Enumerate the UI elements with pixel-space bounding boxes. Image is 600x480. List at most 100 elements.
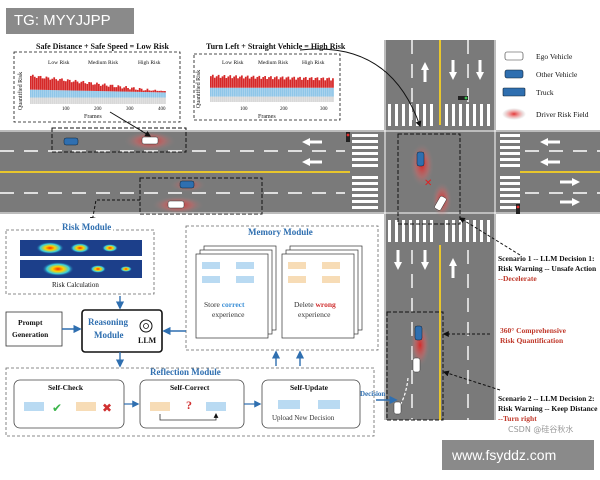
risk-bar-segment — [324, 80, 327, 88]
risk-bar-segment — [279, 87, 282, 97]
risk-bar-segment — [258, 96, 261, 102]
right-legend-medium: Medium Risk — [258, 60, 289, 66]
risk-bar-segment — [132, 91, 135, 98]
risk-bar-segment — [109, 91, 112, 98]
risk-bar-segment — [283, 87, 286, 97]
risk-bar-segment — [119, 86, 122, 92]
risk-bar-segment — [148, 90, 151, 93]
risk-bar-segment — [217, 87, 220, 97]
risk-bar-segment — [63, 90, 65, 98]
risk-bar-segment — [304, 96, 307, 102]
risk-bar-segment — [310, 77, 313, 88]
ego-vehicle-icon — [141, 136, 159, 145]
risk-bar-segment — [326, 96, 328, 102]
risk-bar-segment — [105, 85, 108, 92]
risk-bar-segment — [127, 97, 129, 104]
risk-bar-segment — [90, 90, 92, 98]
risk-bar-segment — [252, 75, 255, 88]
risk-bar-segment — [45, 97, 48, 104]
risk-bar-segment — [98, 91, 100, 98]
risk-bar-segment — [86, 97, 89, 104]
risk-bar-segment — [88, 97, 91, 104]
risk-bar-segment — [221, 87, 224, 97]
right-xtick: 200 — [280, 107, 288, 112]
risk-bar-segment — [68, 90, 71, 98]
risk-bar-segment — [213, 96, 216, 102]
risk-bar-segment — [152, 90, 155, 93]
risk-bar-segment — [275, 87, 278, 97]
risk-bar-segment — [293, 87, 296, 97]
risk-bar-segment — [84, 97, 87, 104]
risk-bar-segment — [51, 90, 54, 98]
risk-bar-segment — [301, 96, 303, 102]
risk-bar-segment — [291, 77, 294, 88]
risk-bar-segment — [49, 79, 52, 91]
risk-bar-segment — [134, 91, 137, 98]
risk-bar-segment — [76, 90, 79, 98]
risk-bar-segment — [281, 76, 284, 88]
risk-bar-segment — [277, 79, 280, 88]
self-check-label: Self-Check — [48, 383, 83, 392]
risk-bar-segment — [250, 96, 253, 102]
risk-bar-segment — [213, 87, 216, 97]
risk-bar-segment — [293, 76, 296, 88]
risk-bar-segment — [254, 78, 257, 88]
risk-bar-segment — [303, 77, 305, 88]
risk-bar-segment — [281, 96, 284, 102]
risk-bar-segment — [64, 97, 67, 104]
risk-bar-segment — [160, 90, 162, 93]
risk-bar-segment — [225, 78, 228, 88]
risk-bar-segment — [131, 97, 133, 104]
connector-right-chart — [299, 48, 422, 128]
risk-bar-segment — [324, 87, 327, 97]
traffic-light-icon — [346, 132, 350, 142]
risk-bar-segment — [312, 87, 315, 97]
right-legend-high: High Risk — [302, 60, 325, 66]
connector-scenario-1 — [458, 217, 521, 256]
risk-bar-segment — [272, 87, 274, 97]
risk-bar-segment — [68, 97, 71, 104]
risk-bar-segment — [210, 76, 212, 88]
risk-bar-segment — [148, 92, 151, 98]
right-legend-low: Low Risk — [222, 60, 244, 66]
risk-bar-segment — [121, 88, 124, 92]
risk-bar-segment — [152, 97, 155, 104]
risk-bar-segment — [125, 86, 127, 92]
store-experience-text: experience — [212, 310, 245, 319]
risk-bar-segment — [223, 87, 226, 97]
risk-bar-segment — [270, 96, 272, 102]
right-xtick: 100 — [240, 107, 248, 112]
risk-bar-segment — [229, 75, 232, 88]
risk-bar-segment — [92, 97, 94, 104]
risk-bar-segment — [242, 96, 245, 102]
lane-arrows — [302, 60, 580, 278]
risk-bar-segment — [129, 97, 131, 104]
risk-bar-segment — [76, 81, 79, 91]
risk-bar-segment — [239, 76, 241, 88]
risk-bar-segment — [94, 97, 96, 104]
risk-bar-segment — [275, 96, 278, 102]
risk-bar-segment — [72, 90, 75, 98]
risk-bar-segment — [150, 92, 153, 98]
risk-bar-segment — [160, 92, 162, 98]
risk-bar-segment — [268, 87, 270, 97]
risk-bar-segment — [322, 96, 325, 102]
risk-bar-segment — [142, 90, 145, 92]
risk-bar-segment — [115, 87, 118, 92]
risk-bar-segment — [262, 77, 265, 88]
risk-bar-segment — [227, 96, 230, 102]
checkmark-icon: ✔ — [52, 401, 62, 415]
risk-bar-segment — [330, 80, 332, 88]
risk-bar-segment — [140, 97, 143, 104]
risk-bar-segment — [117, 85, 120, 92]
risk-bar-segment — [76, 97, 79, 104]
risk-bar-segment — [318, 96, 321, 102]
risk-bar-segment — [314, 96, 317, 102]
risk-bar-segment — [33, 97, 36, 104]
risk-bar-segment — [314, 87, 317, 97]
traffic-light-icon — [458, 96, 468, 100]
risk-bar-segment — [57, 90, 59, 98]
risk-bar-segment — [231, 87, 234, 97]
risk-bar-segment — [53, 97, 56, 104]
risk-bar-segment — [47, 97, 50, 104]
